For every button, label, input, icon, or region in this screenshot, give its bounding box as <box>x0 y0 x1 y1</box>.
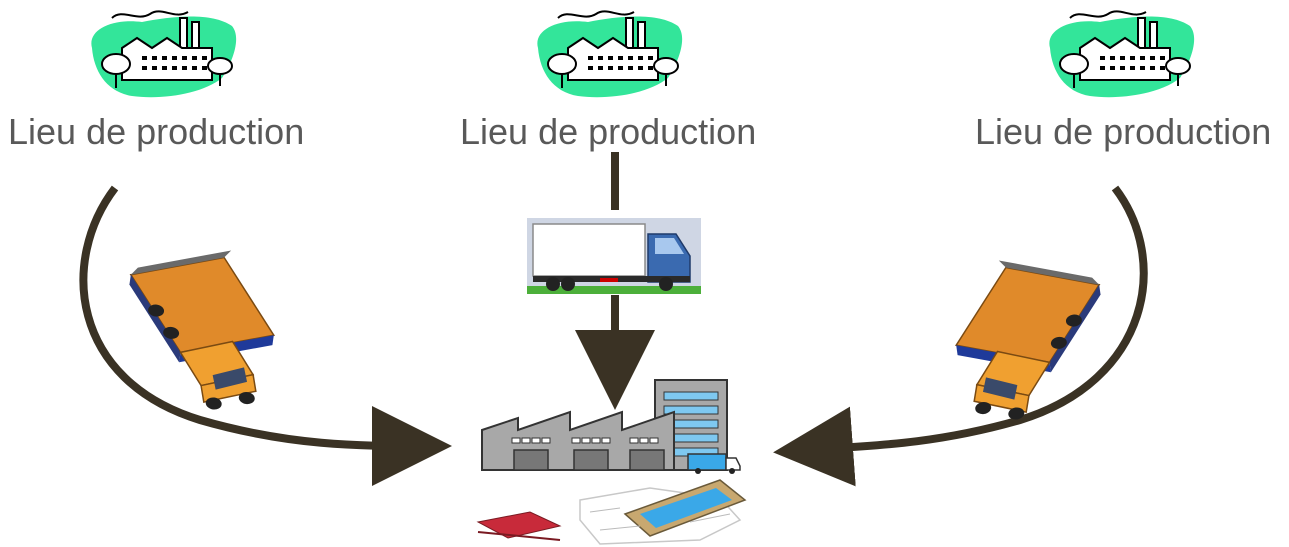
production-site-label: Lieu de production <box>460 111 757 152</box>
left-route-arrow <box>79 185 452 486</box>
orange-truck-icon <box>944 246 1117 428</box>
box-truck-icon <box>527 218 701 294</box>
industrial-warehouse-icon <box>481 379 741 474</box>
industrial-facility-drawing-icon <box>476 479 747 545</box>
factory-icon <box>536 10 684 99</box>
factory-icon <box>90 10 238 99</box>
production-site-label: Lieu de production <box>975 111 1272 152</box>
production-site-label: Lieu de production <box>8 111 305 152</box>
factory-icon <box>1048 10 1196 99</box>
right-route-arrow <box>773 185 1148 487</box>
